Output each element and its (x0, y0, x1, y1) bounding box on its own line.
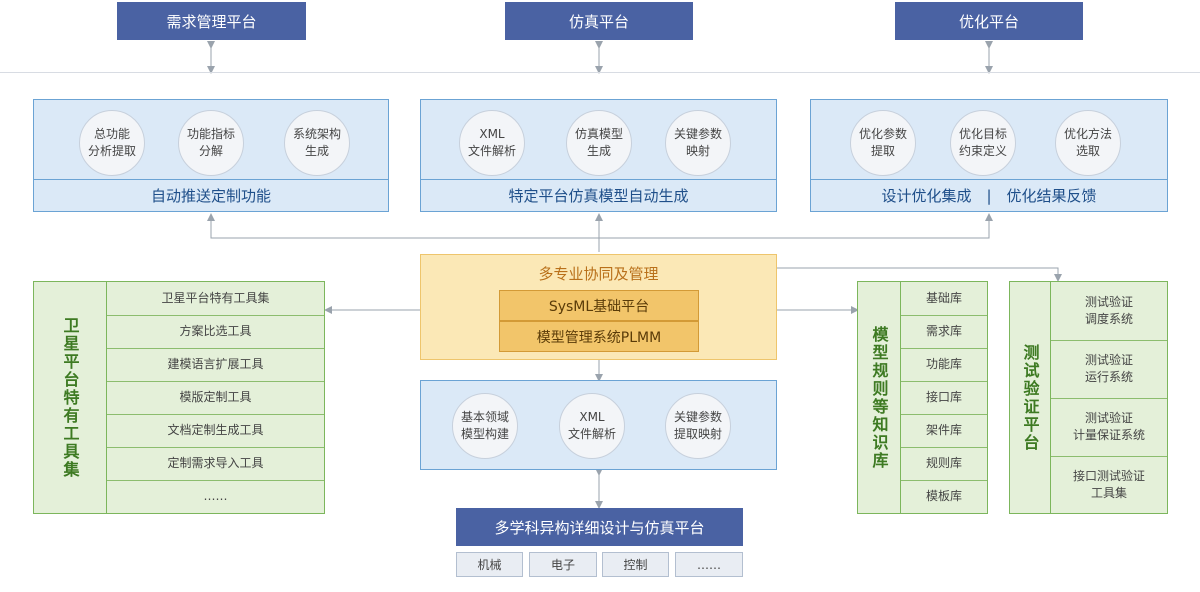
xml-parse-node: XML 文件解析 (459, 110, 525, 176)
chip-more: …… (675, 552, 743, 577)
chip-electronic: 电子 (529, 552, 597, 577)
library-item: 基础库 (901, 282, 987, 316)
tool-item: 卫星平台特有工具集 (107, 282, 324, 316)
test-system-item: 接口测试验证 工具集 (1072, 468, 1145, 500)
chip-mechanical: 机械 (456, 552, 523, 577)
optimization-caption: 设计优化集成 | 优化结果反馈 (811, 179, 1167, 211)
test-platform-title: 测试验证平台 (1010, 282, 1050, 513)
sim-model-gen-caption: 特定平台仿真模型自动生成 (421, 179, 776, 211)
domain-model-box: 基本领域 模型构建 XML 文件解析 关键参数 提取映射 (420, 380, 777, 470)
satellite-toolset-panel: 卫星平台特有工具集 卫星平台特有工具集 方案比选工具 建模语言扩展工具 模版定制… (33, 281, 325, 514)
divider (106, 282, 107, 513)
plmm-system: 模型管理系统PLMM (499, 321, 699, 352)
tool-item: …… (203, 489, 228, 503)
requirements-platform-header: 需求管理平台 (117, 2, 306, 40)
main-frame (0, 72, 1200, 592)
tool-item: 方案比选工具 (107, 315, 324, 349)
test-system-item: 测试验证 调度系统 (1051, 282, 1167, 341)
tool-item: 文档定制生成工具 (107, 414, 324, 448)
library-item: 规则库 (901, 447, 987, 481)
indicator-decompose-node: 功能指标 分解 (178, 110, 244, 176)
tool-item: 建模语言扩展工具 (107, 348, 324, 382)
satellite-toolset-title: 卫星平台特有工具集 (34, 282, 106, 513)
opt-target-node: 优化目标 约束定义 (950, 110, 1016, 176)
key-param-map-node: 关键参数 映射 (665, 110, 731, 176)
function-analysis-node: 总功能 分析提取 (79, 110, 145, 176)
opt-param-node: 优化参数 提取 (850, 110, 916, 176)
param-extract-node: 关键参数 提取映射 (665, 393, 731, 459)
test-platform-title-text: 测试验证平台 (1020, 343, 1040, 452)
optimization-box: 优化参数 提取 优化目标 约束定义 优化方法 选取 设计优化集成 | 优化结果反… (810, 99, 1168, 212)
divider (1050, 282, 1051, 513)
library-item: 模板库 (925, 489, 962, 503)
library-item: 架件库 (901, 414, 987, 448)
domain-model-node: 基本领域 模型构建 (452, 393, 518, 459)
satellite-toolset-title-text: 卫星平台特有工具集 (60, 316, 80, 479)
collaboration-title: 多专业协同及管理 (538, 265, 659, 283)
knowledge-base-title-text: 模型规则等知识库 (869, 325, 889, 470)
sysml-platform: SysML基础平台 (499, 290, 699, 321)
test-system-item: 测试验证 运行系统 (1051, 340, 1167, 399)
tool-item: 定制需求导入工具 (107, 447, 324, 481)
library-item: 功能库 (901, 348, 987, 382)
optimization-platform-header: 优化平台 (895, 2, 1083, 40)
divider (900, 282, 901, 513)
library-item: 需求库 (901, 315, 987, 349)
test-system-item: 测试验证 计量保证系统 (1051, 398, 1167, 457)
architecture-generate-node: 系统架构 生成 (284, 110, 350, 176)
knowledge-base-title: 模型规则等知识库 (858, 282, 900, 513)
knowledge-base-panel: 模型规则等知识库 基础库 需求库 功能库 接口库 架件库 规则库 模板库 (857, 281, 988, 514)
tool-item: 模版定制工具 (107, 381, 324, 415)
chip-control: 控制 (602, 552, 669, 577)
test-platform-panel: 测试验证平台 测试验证 调度系统 测试验证 运行系统 测试验证 计量保证系统 接… (1009, 281, 1168, 514)
collaboration-center: 多专业协同及管理 SysML基础平台 模型管理系统PLMM (420, 254, 777, 360)
auto-push-caption: 自动推送定制功能 (34, 179, 388, 211)
detailed-design-platform: 多学科异构详细设计与仿真平台 (456, 508, 743, 546)
opt-method-node: 优化方法 选取 (1055, 110, 1121, 176)
simulation-platform-header: 仿真平台 (505, 2, 693, 40)
xml-parse-lower-node: XML 文件解析 (559, 393, 625, 459)
library-item: 接口库 (901, 381, 987, 415)
sim-model-node: 仿真模型 生成 (566, 110, 632, 176)
auto-push-box: 总功能 分析提取 功能指标 分解 系统架构 生成 自动推送定制功能 (33, 99, 389, 212)
sim-model-gen-box: XML 文件解析 仿真模型 生成 关键参数 映射 特定平台仿真模型自动生成 (420, 99, 777, 212)
